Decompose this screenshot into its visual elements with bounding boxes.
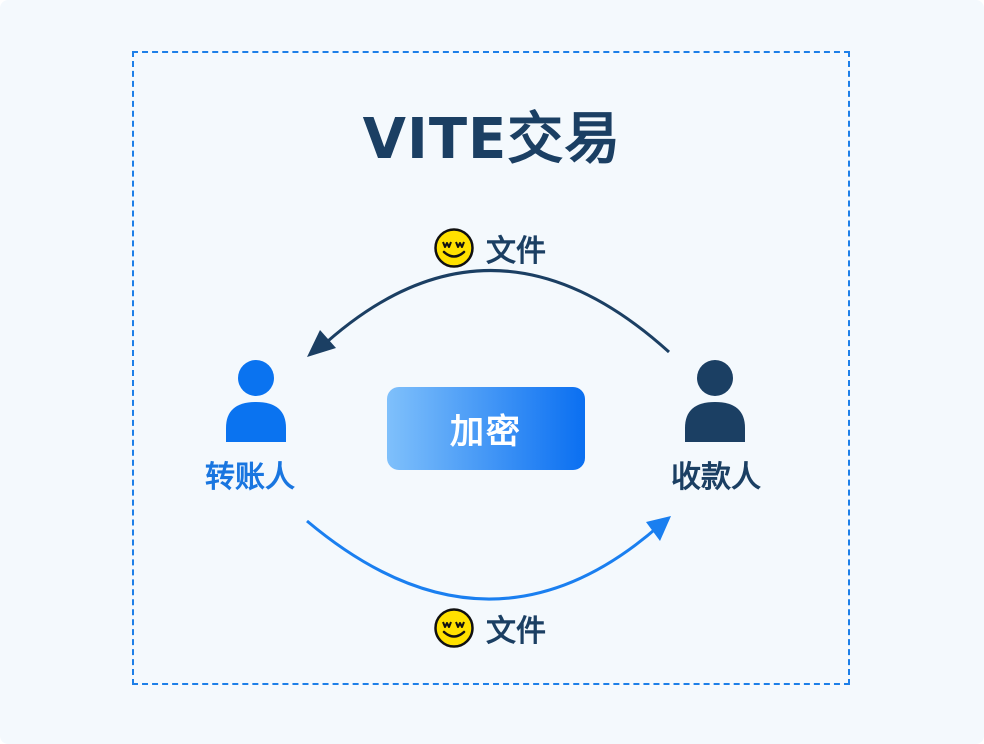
encrypt-label: 加密 xyxy=(450,412,522,452)
encrypt-box: 加密 xyxy=(387,387,585,470)
sender-label: 转账人 xyxy=(205,460,295,495)
receiver-person-icon xyxy=(685,360,745,442)
mw-smiley-coin-icon xyxy=(434,228,474,268)
top-arrow-path xyxy=(316,269,671,354)
receiver-label: 收款人 xyxy=(671,460,761,495)
bottom-file-label: 文件 xyxy=(486,614,546,649)
bottom-arrow-path xyxy=(306,519,661,601)
mw-smiley-coin-icon xyxy=(434,608,474,648)
top-file-tag: 文件 xyxy=(434,226,546,270)
top-file-label: 文件 xyxy=(486,234,546,269)
dashed-frame xyxy=(132,51,850,685)
top-arrow-head xyxy=(307,330,336,357)
diagram-title: VITE交易 xyxy=(362,107,622,172)
bottom-file-tag: 文件 xyxy=(434,606,546,650)
sender-person-icon xyxy=(226,360,286,442)
bottom-arrow-head xyxy=(646,516,671,541)
